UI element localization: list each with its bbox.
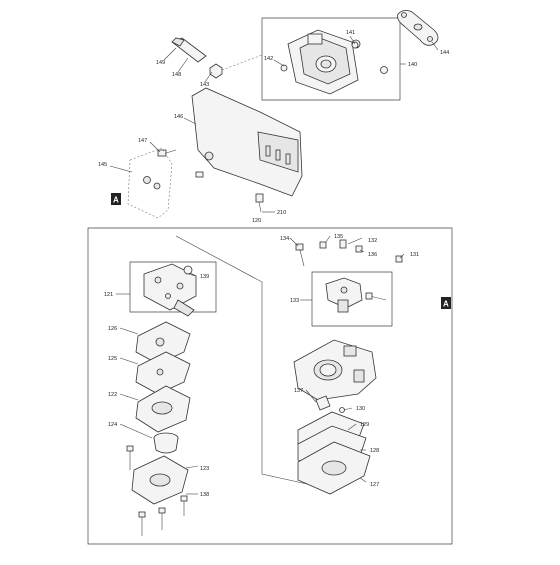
gasket-plate-145 xyxy=(127,147,173,219)
label-132: 132 xyxy=(368,238,377,244)
primer-bulb-124 xyxy=(153,432,179,454)
label-143: 143 xyxy=(200,82,209,88)
leader-lines xyxy=(109,35,439,495)
label-123: 123 xyxy=(200,466,209,472)
svg-text:A: A xyxy=(113,196,119,205)
screw-135 xyxy=(319,241,327,249)
label-136: 136 xyxy=(368,252,377,258)
label-141: 141 xyxy=(346,30,355,36)
label-131: 131 xyxy=(410,252,419,258)
label-130: 130 xyxy=(356,406,365,412)
group-frame-120 xyxy=(87,227,453,545)
valve-assembly-133 xyxy=(325,277,363,313)
label-125: 125 xyxy=(108,356,117,362)
screw-134 xyxy=(295,243,305,267)
label-144: 144 xyxy=(440,50,449,56)
intake-assembly-140 xyxy=(287,29,388,95)
label-133: 133 xyxy=(290,298,299,304)
label-127: 127 xyxy=(370,482,379,488)
gasket-126 xyxy=(135,321,191,365)
group-frame-140 xyxy=(261,17,401,101)
label-129: 129 xyxy=(360,422,369,428)
label-128: 128 xyxy=(370,448,379,454)
part-137 xyxy=(315,395,331,411)
screw-right-130 xyxy=(365,292,387,301)
label-134: 134 xyxy=(280,236,289,242)
screws-138 xyxy=(126,445,188,536)
cover-127 xyxy=(297,441,371,495)
screw-210 xyxy=(255,193,264,213)
screw-136 xyxy=(355,245,363,253)
label-140: 140 xyxy=(408,62,417,68)
label-210: 210 xyxy=(277,210,286,216)
carburetor-body xyxy=(293,339,377,401)
section-marker-a-right: A xyxy=(441,297,451,309)
bolt-149 xyxy=(171,37,207,63)
label-121: 121 xyxy=(104,292,113,298)
label-122: 122 xyxy=(108,392,117,398)
nut-142 xyxy=(280,64,288,72)
group-frame-121 xyxy=(129,261,217,313)
label-138: 138 xyxy=(200,492,209,498)
heat-shield-146 xyxy=(191,87,303,197)
diaphragm-125 xyxy=(135,351,191,395)
label-124: 124 xyxy=(108,422,117,428)
nut-143 xyxy=(209,63,223,79)
section-marker-a-left: A xyxy=(111,193,121,205)
cover-plate-123 xyxy=(131,455,189,505)
leader-dash-1 xyxy=(221,54,263,71)
pump-body-122 xyxy=(135,385,191,433)
screw-131 xyxy=(395,255,403,263)
svg-text:A: A xyxy=(443,300,449,309)
label-137: 137 xyxy=(294,388,303,394)
label-146: 146 xyxy=(174,114,183,120)
label-142: 142 xyxy=(264,56,273,62)
label-148: 148 xyxy=(172,72,181,78)
label-126: 126 xyxy=(108,326,117,332)
gasket-144 xyxy=(397,10,439,46)
label-139: 139 xyxy=(200,274,209,280)
ring-139 xyxy=(183,265,193,275)
group-frame-133 xyxy=(311,271,393,327)
leader-main xyxy=(175,235,317,487)
screw-132 xyxy=(339,239,347,249)
label-149: 149 xyxy=(156,60,165,66)
screw-side xyxy=(195,171,204,178)
label-135: 135 xyxy=(334,234,343,240)
part-130 xyxy=(339,407,345,413)
screw-147 xyxy=(157,149,177,157)
label-120: 120 xyxy=(252,218,261,224)
nut-141 xyxy=(351,41,359,49)
diaphragm-pump-121 xyxy=(143,263,197,317)
label-147: 147 xyxy=(138,138,147,144)
label-145: 145 xyxy=(98,162,107,168)
